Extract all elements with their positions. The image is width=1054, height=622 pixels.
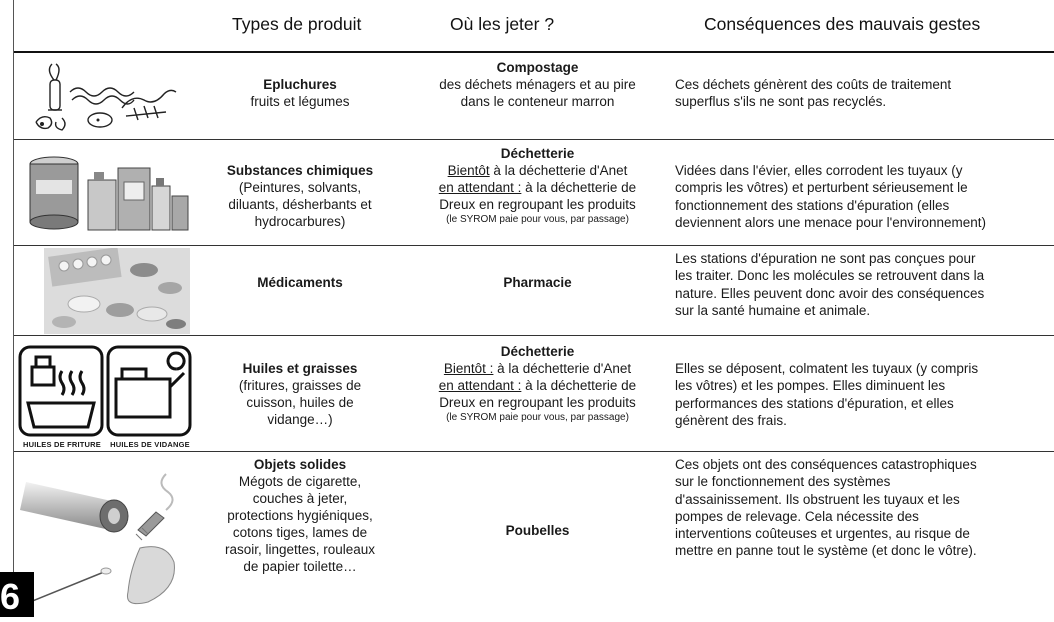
row-divider xyxy=(14,335,1054,336)
consequence-line: deviennent alors une menace pour l'envir… xyxy=(675,214,987,230)
oil-icons: HUILES DE FRITURE HUILES DE VIDANGE xyxy=(18,343,193,451)
type-desc: Mégots de cigarette, xyxy=(238,474,362,489)
row-solids-where: Poubelles xyxy=(410,522,665,539)
where-title: Poubelles xyxy=(505,523,570,538)
solid-objects-icon xyxy=(20,473,175,607)
header-consequences: Conséquences des mauvais gestes xyxy=(704,14,981,34)
motor-oil-label: HUILES DE VIDANGE xyxy=(110,440,190,449)
type-desc: hydrocarbures) xyxy=(254,214,346,229)
where-meanwhile-text: à la déchetterie de xyxy=(521,378,637,393)
type-title: Epluchures xyxy=(263,77,337,92)
row-divider xyxy=(14,245,1054,246)
where-line: des déchets ménagers et au pire xyxy=(439,77,636,92)
row-medicines-consequences: Les stations d'épuration ne sont pas con… xyxy=(675,250,1045,319)
consequence-line: nature. Elles peuvent donc avoir des con… xyxy=(675,285,985,301)
row-solids-consequences: Ces objets ont des conséquences catastro… xyxy=(675,456,1045,560)
consequence-line: Ces déchets génèrent des coûts de traite… xyxy=(675,77,952,92)
type-desc: couches à jeter, xyxy=(252,491,348,506)
row-medicines-where: Pharmacie xyxy=(410,274,665,291)
consequence-line: sur le fonctionnement des systèmes xyxy=(675,474,891,490)
peelings-illustration-icon xyxy=(35,63,177,131)
row-epluchures-consequences: Ces déchets génèrent des coûts de traite… xyxy=(675,76,1045,111)
header-product-type: Types de produit xyxy=(232,14,362,34)
where-line: Dreux en regroupant les produits xyxy=(439,395,636,410)
header-where: Où les jeter ? xyxy=(450,14,555,34)
row-chemicals-consequences: Vidées dans l'évier, elles corrodent les… xyxy=(675,162,1045,231)
row-chemicals-where: Déchetterie Bientôt à la déchetterie d'A… xyxy=(410,145,665,226)
row-divider xyxy=(14,451,1054,452)
consequence-line: mettre en panne tout le système (et donc… xyxy=(675,543,977,559)
row-oils-where: Déchetterie Bientôt : à la déchetterie d… xyxy=(410,343,665,424)
where-soon: Bientôt xyxy=(447,163,490,178)
consequence-line: superflus s'ils ne sont pas recyclés. xyxy=(675,94,887,110)
where-soon: Bientôt : xyxy=(443,361,494,376)
type-title: Huiles et graisses xyxy=(242,361,358,376)
type-desc: cotons tiges, lames de xyxy=(232,525,368,540)
consequence-line: sur la santé humaine et animale. xyxy=(675,302,871,318)
consequence-line: génèrent des frais. xyxy=(675,412,787,428)
chemical-products-icon xyxy=(29,156,189,231)
row-medicines-type: Médicaments xyxy=(200,274,400,291)
type-desc: protections hygiéniques, xyxy=(227,508,373,523)
consequence-line: pompes de relevage. Cela nécessite des xyxy=(675,508,919,524)
consequence-line: Vidées dans l'évier, elles corrodent les… xyxy=(675,163,963,178)
row-chemicals-type: Substances chimiques (Peintures, solvant… xyxy=(200,162,400,230)
type-desc: fruits et légumes xyxy=(250,94,350,109)
row-divider xyxy=(14,139,1054,140)
where-line: Dreux en regroupant les produits xyxy=(439,197,636,212)
row-epluchures-type: Epluchures fruits et légumes xyxy=(200,76,400,110)
type-title: Médicaments xyxy=(257,275,343,290)
where-line: dans le conteneur marron xyxy=(460,94,615,109)
where-meanwhile: en attendant : xyxy=(438,378,522,393)
where-soon-text: à la déchetterie d'Anet xyxy=(493,361,632,376)
frying-oil-label: HUILES DE FRITURE xyxy=(23,440,101,449)
frying-oil-icon xyxy=(18,345,192,437)
where-title: Compostage xyxy=(496,60,579,75)
consequence-line: les traiter. Donc les molécules se retro… xyxy=(675,268,985,284)
type-desc: diluants, désherbants et xyxy=(228,197,372,212)
consequence-line: compris les vôtres) et perturbent sérieu… xyxy=(675,180,968,196)
type-desc: de papier toilette… xyxy=(243,559,357,574)
where-title: Déchetterie xyxy=(500,344,575,359)
where-soon-text: à la déchetterie d'Anet xyxy=(489,163,628,178)
consequence-line: interventions coûteuses et urgentes, au … xyxy=(675,526,970,542)
where-note: (le SYROM paie pour vous, par passage) xyxy=(446,412,629,423)
where-meanwhile: en attendant : xyxy=(438,180,522,195)
row-epluchures-where: Compostage des déchets ménagers et au pi… xyxy=(410,59,665,110)
header-rule xyxy=(14,51,1054,53)
consequence-line: d'assainissement. Ils obstruent les tuya… xyxy=(675,491,960,507)
where-title: Déchetterie xyxy=(500,146,575,161)
left-margin-rule xyxy=(13,0,14,617)
consequence-line: Les stations d'épuration ne sont pas con… xyxy=(675,251,976,266)
consequence-line: performances des stations d'épuration, e… xyxy=(675,395,954,411)
type-desc: (fritures, graisses de xyxy=(238,378,362,393)
medicine-pills-icon xyxy=(44,248,190,334)
type-title: Substances chimiques xyxy=(226,163,374,178)
consequence-line: Elles se déposent, colmatent les tuyaux … xyxy=(675,361,979,376)
where-note: (le SYROM paie pour vous, par passage) xyxy=(446,214,629,225)
type-desc: rasoir, lingettes, rouleaux xyxy=(224,542,376,557)
type-desc: cuisson, huiles de xyxy=(246,395,354,410)
consequence-line: les vôtres) et les pompes. Elles diminue… xyxy=(675,378,946,394)
consequence-line: fonctionnement des stations d'épuration … xyxy=(675,197,950,213)
row-solids-type: Objets solides Mégots de cigarette, couc… xyxy=(200,456,400,575)
where-title: Pharmacie xyxy=(503,275,572,290)
where-meanwhile-text: à la déchetterie de xyxy=(521,180,637,195)
page-number: 6 xyxy=(0,572,34,617)
consequence-line: Ces objets ont des conséquences catastro… xyxy=(675,457,977,472)
row-oils-type: Huiles et graisses (fritures, graisses d… xyxy=(200,360,400,428)
type-desc: (Peintures, solvants, xyxy=(238,180,362,195)
type-title: Objets solides xyxy=(253,457,347,472)
type-desc: vidange…) xyxy=(267,412,333,427)
row-oils-consequences: Elles se déposent, colmatent les tuyaux … xyxy=(675,360,1045,429)
